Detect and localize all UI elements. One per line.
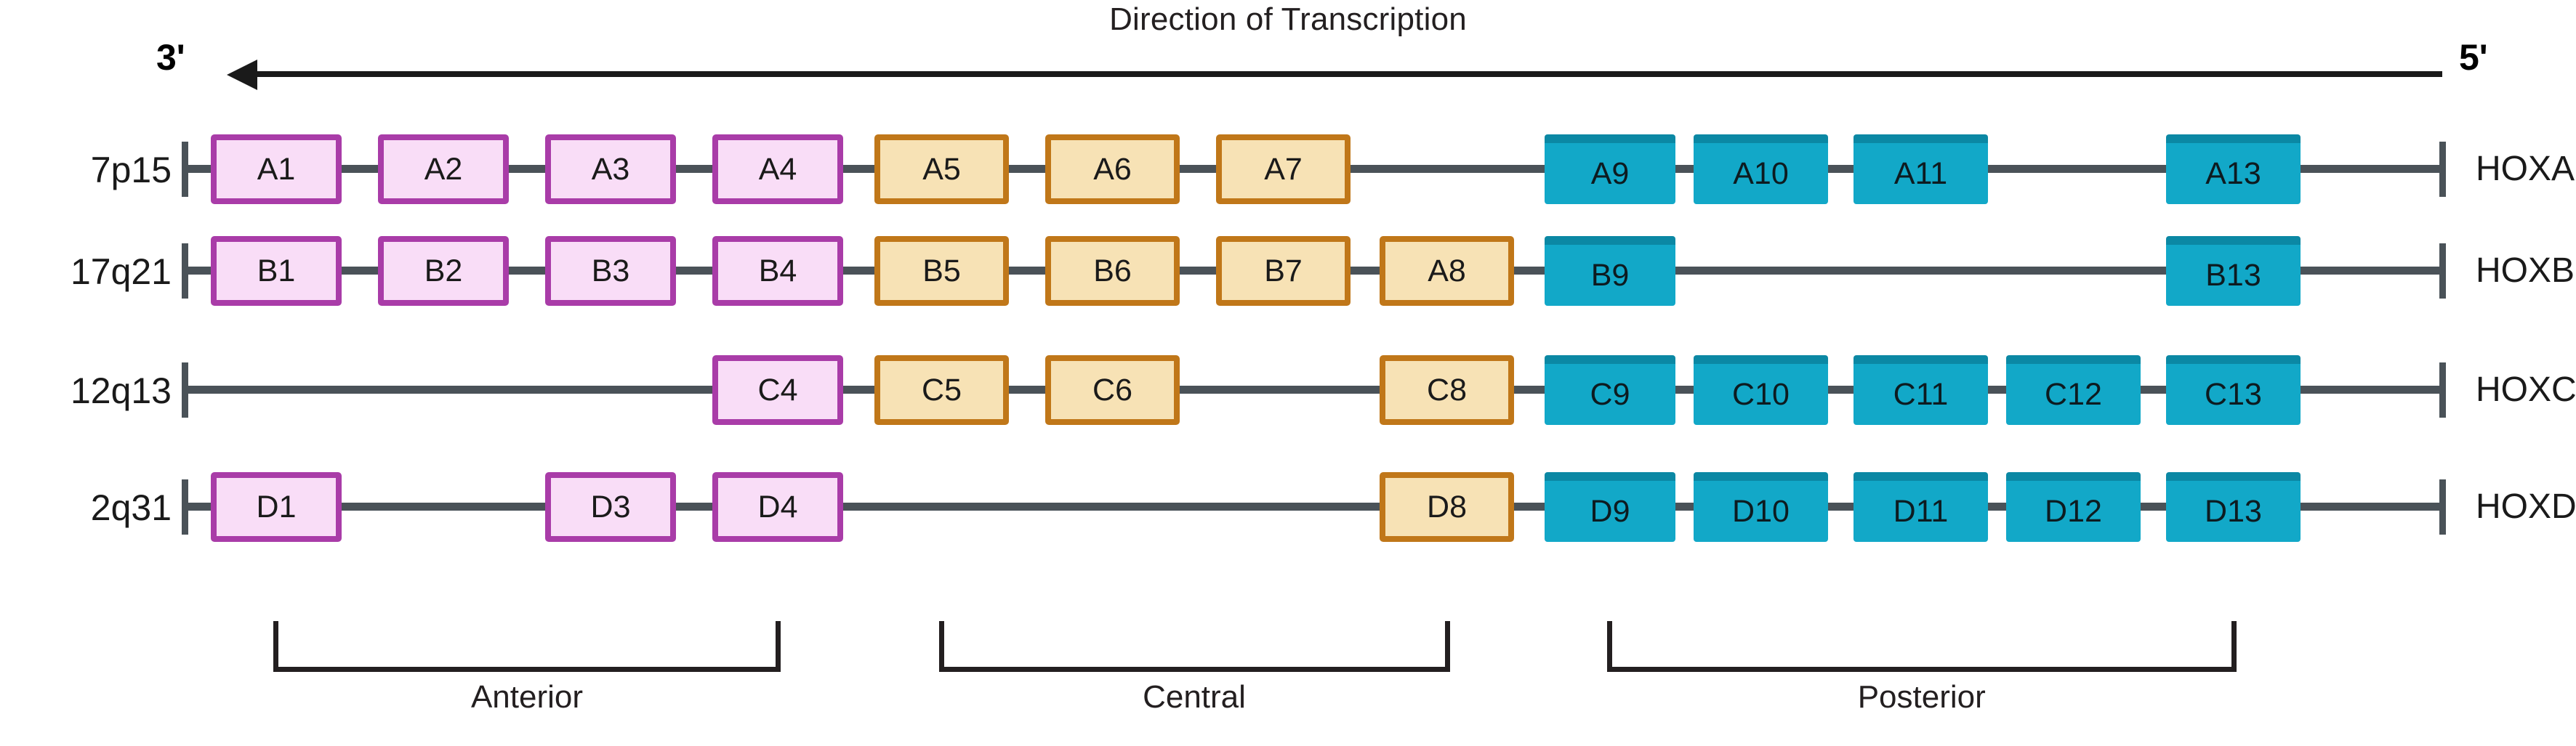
cluster-end-cap [2439,479,2446,535]
three-prime-label: 3' [156,37,185,78]
gene-box[interactable]: B4 [712,236,843,306]
group-bracket [273,621,781,672]
group-bracket-label: Anterior [470,679,584,715]
gene-box[interactable]: A1 [211,134,342,204]
group-bracket-label: Posterior [1857,679,1986,715]
gene-box[interactable]: C11 [1853,355,1988,425]
gene-box[interactable]: A13 [2166,134,2301,204]
gene-box[interactable]: D13 [2166,472,2301,542]
gene-box[interactable]: C10 [1694,355,1828,425]
gene-box[interactable]: B5 [874,236,1009,306]
gene-box[interactable]: B6 [1045,236,1180,306]
cluster-row: 7p15 A1 A2 A3 A4 A5 A6 A7 A9 A10 A11 A13 HOXA [0,133,2576,206]
group-bracket-label: Central [1143,679,1246,715]
chromosome-locus-label: 12q13 [70,370,172,411]
gene-box[interactable]: B1 [211,236,342,306]
gene-box[interactable]: A7 [1216,134,1351,204]
gene-box[interactable]: A4 [712,134,843,204]
cluster-end-cap [2439,243,2446,299]
cluster-backbone-line [183,503,2442,511]
five-prime-label: 5' [2459,37,2488,78]
gene-box[interactable]: C9 [1545,355,1675,425]
gene-box[interactable]: A2 [378,134,509,204]
gene-box[interactable]: D8 [1380,472,1514,542]
direction-of-transcription-label: Direction of Transcription [1109,1,1467,37]
gene-box[interactable]: A3 [545,134,676,204]
cluster-name-label: HOXC [2476,370,2576,409]
gene-box[interactable]: A11 [1853,134,1988,204]
gene-box[interactable]: D1 [211,472,342,542]
cluster-row: 17q21 B1 B2 B3 B4 B5 B6 B7 A8 B9 B13 HOXB [0,235,2576,307]
group-bracket [1607,621,2237,672]
gene-box[interactable]: A9 [1545,134,1675,204]
gene-box[interactable]: D12 [2006,472,2141,542]
chromosome-locus-label: 17q21 [70,251,172,292]
cluster-name-label: HOXB [2476,251,2575,290]
cluster-row: 12q13 C4 C5 C6 C8 C9 C10 C11 C12 C13 HOXC [0,354,2576,426]
transcription-arrow-line [251,71,2442,77]
gene-box[interactable]: A10 [1694,134,1828,204]
chromosome-locus-label: 2q31 [90,487,172,528]
gene-box[interactable]: C4 [712,355,843,425]
cluster-backbone-line [183,386,2442,394]
transcription-arrow-head-icon [227,60,257,90]
gene-box[interactable]: C5 [874,355,1009,425]
gene-box[interactable]: C12 [2006,355,2141,425]
group-bracket [938,621,1450,672]
cluster-name-label: HOXD [2476,487,2576,526]
cluster-end-cap [2439,362,2446,418]
gene-box[interactable]: B2 [378,236,509,306]
gene-box[interactable]: C6 [1045,355,1180,425]
gene-box[interactable]: A8 [1380,236,1514,306]
chromosome-locus-label: 7p15 [90,150,172,190]
gene-box[interactable]: D4 [712,472,843,542]
gene-box[interactable]: B3 [545,236,676,306]
cluster-name-label: HOXA [2476,150,2575,188]
gene-box[interactable]: D11 [1853,472,1988,542]
gene-box[interactable]: A6 [1045,134,1180,204]
gene-box[interactable]: D9 [1545,472,1675,542]
gene-box[interactable]: C8 [1380,355,1514,425]
gene-box[interactable]: B7 [1216,236,1351,306]
gene-box[interactable]: C13 [2166,355,2301,425]
cluster-end-cap [2439,142,2446,197]
cluster-row: 2q31 D1 D3 D4 D8 D9 D10 D11 D12 D13 HOXD [0,471,2576,543]
gene-box[interactable]: B13 [2166,236,2301,306]
gene-box[interactable]: A5 [874,134,1009,204]
gene-box[interactable]: B9 [1545,236,1675,306]
gene-box[interactable]: D10 [1694,472,1828,542]
gene-box[interactable]: D3 [545,472,676,542]
